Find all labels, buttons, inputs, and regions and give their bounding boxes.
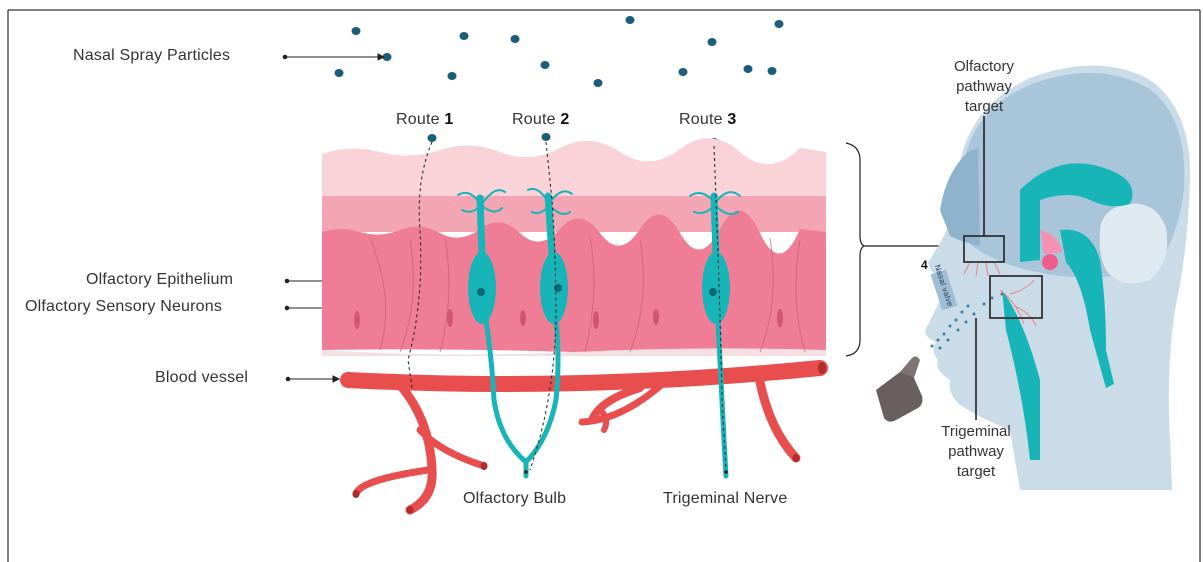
route-1-word: Route	[396, 111, 440, 128]
nasal-spray-label: Nasal Spray Particles	[73, 47, 230, 65]
olfactory-target-label: Olfactory pathway target	[944, 57, 1024, 117]
nasal-spray-bottle	[876, 356, 923, 421]
olfactory-bulb-label: Olfactory Bulb	[463, 490, 566, 508]
olfactory-target-line-2: pathway	[944, 77, 1024, 97]
route-3-number: 3	[727, 111, 736, 128]
olfactory-target-line-3: target	[944, 97, 1024, 117]
olfactory-sensory-neurons-label: Olfactory Sensory Neurons	[25, 298, 222, 316]
route-end-dots	[524, 470, 728, 474]
trigeminal-target-line-2: pathway	[930, 442, 1022, 462]
blood-vessel-label: Blood vessel	[155, 369, 248, 387]
olfactory-epithelium-label: Olfactory Epithelium	[86, 271, 233, 289]
route-1-number: 1	[444, 111, 453, 128]
route-2-word: Route	[512, 111, 556, 128]
trigeminal-target-line-1: Trigeminal	[930, 422, 1022, 442]
route-3-word: Route	[679, 111, 723, 128]
route-2-label: Route 2	[512, 111, 569, 129]
route-3-label: Route 3	[679, 111, 736, 129]
marker-number-4: 4	[921, 258, 928, 272]
trigeminal-nerve-label: Trigeminal Nerve	[663, 490, 787, 508]
route-2-number: 2	[560, 111, 569, 128]
olfactory-target-line-1: Olfactory	[944, 57, 1024, 77]
trigeminal-target-line-3: target	[930, 462, 1022, 482]
trigeminal-target-label: Trigeminal pathway target	[930, 422, 1022, 482]
route-1-label: Route 1	[396, 111, 453, 129]
olfactory-epithelium	[322, 138, 826, 356]
blood-vessel	[348, 368, 820, 510]
